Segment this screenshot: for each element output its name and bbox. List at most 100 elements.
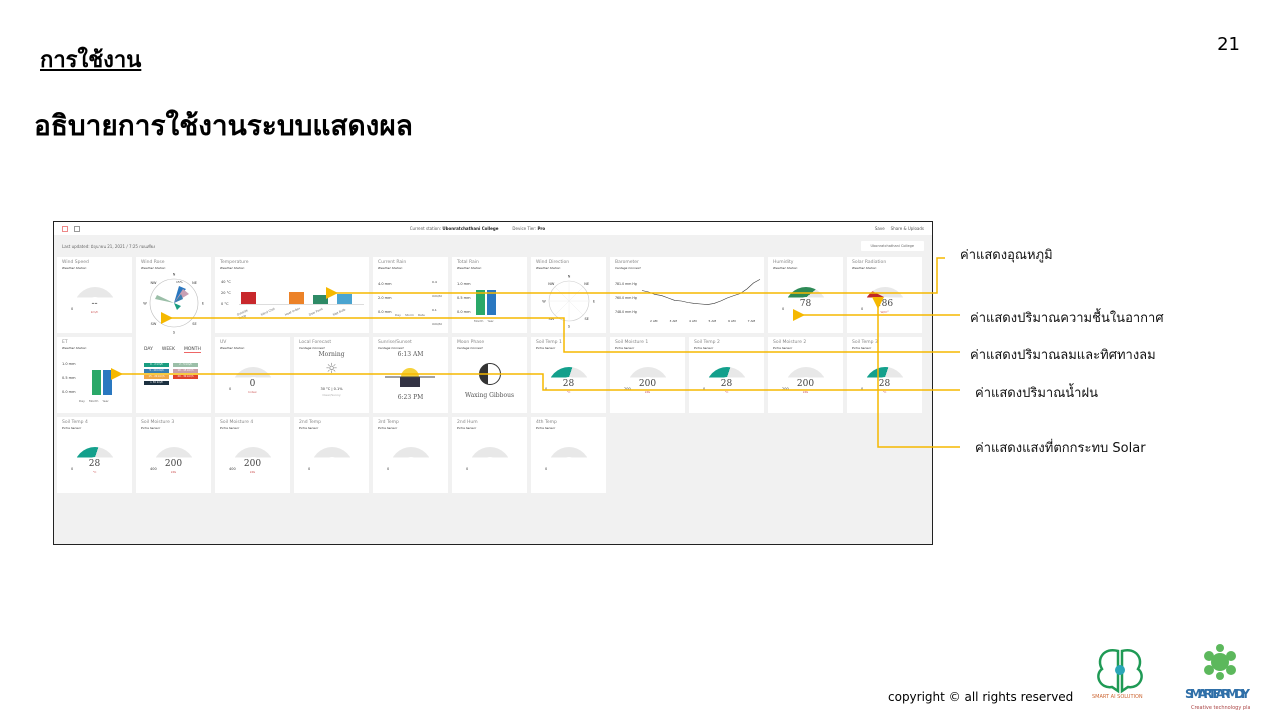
gauge-unit: kPa	[170, 470, 177, 474]
station-select[interactable]: Ubonratchathani College	[860, 241, 924, 251]
x-tick: Wet Bulb	[332, 307, 347, 317]
annotation-wind: ค่าแสดงปริมาณลมและทิศทางลม	[970, 348, 1156, 363]
y-tick: 20 °C	[221, 291, 231, 295]
gauge-value: 200	[796, 379, 815, 389]
wind-rose-tab-month[interactable]: MONTH	[183, 347, 201, 353]
compass-dir: SW	[548, 317, 554, 321]
y-tick: 0.5 mm	[457, 296, 471, 300]
gauge-unit: km/h	[90, 310, 99, 314]
card-source: Extra Sensor	[141, 426, 161, 430]
device-label: Device Tier:	[512, 226, 537, 231]
card-source: Extra Sensor	[62, 426, 82, 430]
gauge-unit: °C	[724, 390, 729, 394]
slide-title: อธิบายการใช้งานระบบแสดงผล	[34, 109, 413, 142]
document-icon[interactable]	[74, 225, 80, 232]
save-button[interactable]: Save	[874, 226, 885, 231]
card-title: Solar Radiation	[852, 260, 887, 265]
gauge-unit: kPa	[802, 390, 809, 394]
gauge-value: 78	[799, 299, 812, 309]
card-title: 4th Temp	[536, 420, 557, 425]
gauge-min: 0	[71, 467, 74, 471]
sunrise-icon	[385, 368, 435, 387]
gauge-value: 28	[562, 379, 575, 389]
gauge-arc	[389, 447, 432, 468]
card-source: Weather Station	[220, 266, 245, 270]
gauge-min: 400	[229, 467, 236, 471]
top-bar: Current station: Ubonratchathani College…	[54, 222, 932, 235]
gauge-value: 200	[164, 459, 183, 469]
x-tick: 3 AM	[669, 319, 678, 323]
svg-text:Creative technology plant: Creative technology plant	[1191, 705, 1250, 711]
gauge-value: 28	[88, 459, 101, 469]
card-title: ET	[62, 340, 68, 345]
gauge-arc	[547, 447, 590, 468]
card-title: Moon Phase	[457, 340, 485, 345]
gauge-unit: kPa	[644, 390, 651, 394]
card-source: Extra Sensor	[536, 346, 556, 350]
x-tick: Outside Temp	[236, 308, 249, 321]
card-title: Soil Moisture 4	[220, 420, 254, 425]
compass-dir: E	[593, 300, 595, 304]
card-source: Weather Station	[457, 266, 482, 270]
annotation-solar: ค่าแสดงแสงที่ตกกระทบ Solar	[975, 441, 1146, 456]
wind-rose-legend-item[interactable]: 5 - 10 km/h	[144, 369, 169, 373]
card-source: Weather Station	[220, 346, 245, 350]
card-source: Extra Sensor	[299, 426, 319, 430]
bar	[92, 369, 101, 395]
y-tick: 0 °C	[221, 302, 229, 306]
wind-rose-petal	[174, 294, 183, 303]
moon-icon	[479, 363, 501, 385]
card-title: Soil Moisture 3	[141, 420, 175, 425]
wind-rose-tab-week[interactable]: WEEK	[161, 347, 175, 352]
card-title: 2nd Hum	[457, 420, 478, 425]
card-title: Current Rain	[378, 260, 407, 265]
gauge-min: 400	[150, 467, 157, 471]
gauge-arc	[310, 447, 353, 468]
x-tick: Dew Point	[308, 306, 324, 317]
gauge-arc	[73, 447, 116, 468]
x-tick: Year	[487, 319, 494, 323]
y-tick: 2.0 mm	[378, 296, 392, 300]
compass-dir: NE	[584, 282, 589, 286]
wind-rose-legend-item[interactable]: 0 - 2 km/h	[144, 363, 169, 367]
x-tick: Storm	[404, 313, 414, 317]
wind-rose-legend-item[interactable]: 20 - 30 km/h	[173, 375, 198, 379]
gauge-value: 28	[720, 379, 733, 389]
gauge-arc	[73, 287, 116, 308]
wind-rose-legend-item[interactable]: 10 - 15 km/h	[173, 369, 198, 373]
card-source: Weather Station	[62, 266, 87, 270]
gauge-arc	[152, 447, 195, 468]
rain-rate: 0.0 mm/hr	[432, 331, 444, 333]
card-title: Temperature	[220, 260, 249, 265]
y-tick: 760.0 mm Hg	[615, 296, 637, 300]
wind-rose-tab-day[interactable]: DAY	[144, 347, 153, 352]
x-tick: Day	[395, 313, 401, 317]
share-button[interactable]: Share & Uploads	[890, 226, 924, 231]
gauge-value: --	[91, 299, 98, 309]
wind-rose-petal	[174, 303, 181, 310]
y-tick: 748.0 mm Hg	[615, 310, 637, 314]
wind-rose-legend-item[interactable]: > 30 km/h	[144, 381, 169, 385]
card-title: Soil Temp 4	[62, 420, 88, 425]
compass-dir: NW	[548, 282, 555, 286]
card-source: Weather Station	[62, 346, 87, 350]
wind-rose-legend-item[interactable]: 15 - 20 km/h	[144, 375, 169, 379]
card-source: Extra Sensor	[378, 426, 398, 430]
wind-rose-dir: N	[173, 273, 176, 277]
card-title: Soil Moisture 2	[773, 340, 807, 345]
grid-icon[interactable]	[62, 225, 68, 232]
wind-rose-legend-item[interactable]: 2 - 5 km/h	[173, 363, 198, 367]
copyright: copyright © all rights reserved	[888, 690, 1074, 704]
compass-dir: S	[568, 325, 571, 329]
